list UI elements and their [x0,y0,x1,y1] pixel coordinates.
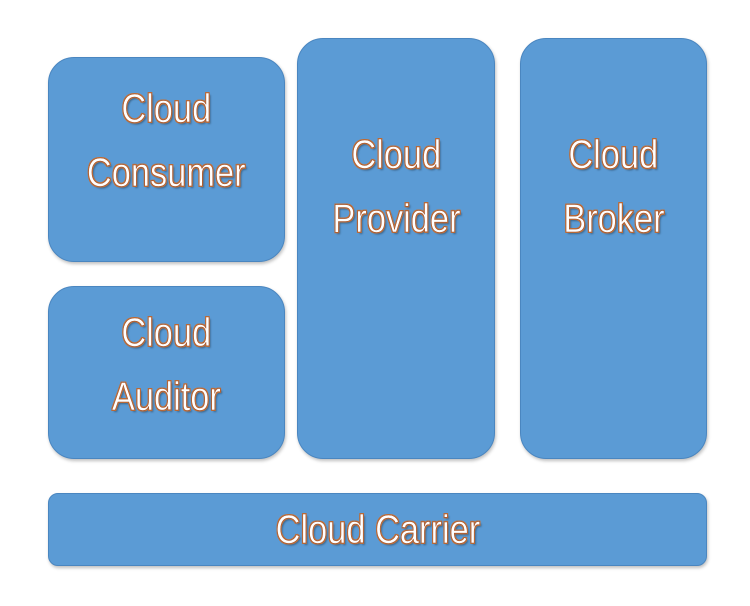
cloud-carrier-box: Cloud Carrier [48,493,707,566]
cloud-broker-box: Cloud Broker [520,38,707,459]
cloud-provider-box: Cloud Provider [297,38,495,459]
box-label: Consumer [87,151,246,196]
box-label: Cloud [121,87,212,132]
box-label: Provider [331,197,461,242]
box-label: Cloud [351,133,441,178]
box-label: Auditor [111,375,222,420]
cloud-consumer-box: Cloud Consumer [48,57,285,262]
box-label: Cloud [568,133,659,178]
box-label: Cloud [121,311,212,356]
box-label: Broker [562,197,665,242]
cloud-auditor-box: Cloud Auditor [48,286,285,459]
box-label: Cloud Carrier [275,507,480,552]
